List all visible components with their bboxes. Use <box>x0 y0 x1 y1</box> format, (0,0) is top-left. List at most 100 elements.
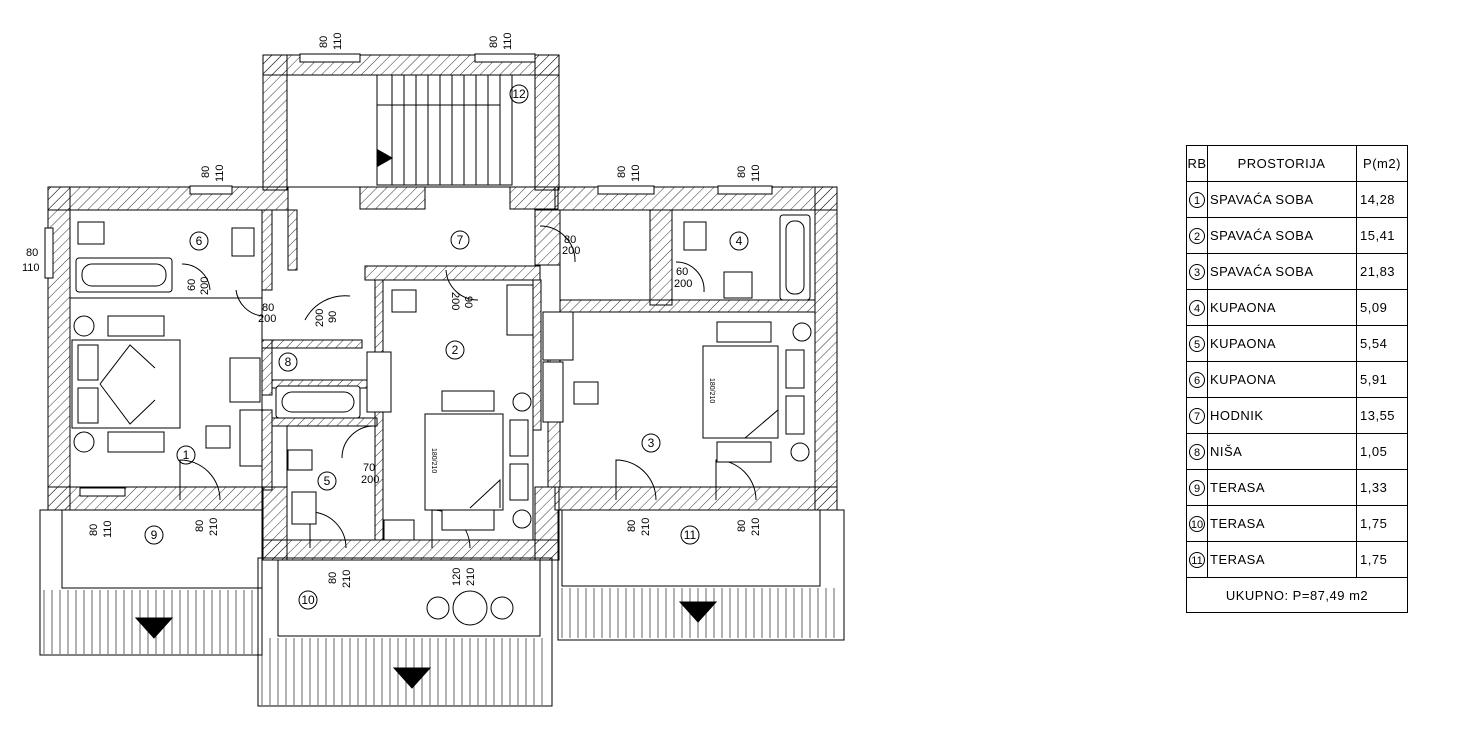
window-label: 80 <box>616 166 628 178</box>
room-name: KUPAONA <box>1207 361 1357 398</box>
window-label: 110 <box>214 164 226 182</box>
window-label: 80 <box>736 166 748 178</box>
room-id: 10 <box>1189 515 1205 532</box>
room-name: SPAVAĆA SOBA <box>1207 217 1357 254</box>
room-number: 2 <box>452 343 459 357</box>
bed-size-labels: 180/210 180/210 <box>430 378 715 473</box>
room-id: 3 <box>1189 263 1205 280</box>
room-id-cell: 8 <box>1186 433 1208 470</box>
room-number: 5 <box>324 474 331 488</box>
window-label: 80 <box>318 36 330 48</box>
room-number-markers: 1 2 3 4 5 6 7 8 9 10 11 12 <box>144 84 749 610</box>
door-label: 80 <box>262 302 274 314</box>
room-number: 4 <box>736 234 743 248</box>
total-area: UKUPNO: P=87,49 m2 <box>1186 577 1408 613</box>
room-id-cell: 11 <box>1186 541 1208 578</box>
room-name: NIŠA <box>1207 433 1357 470</box>
room-area: 5,54 <box>1356 325 1408 362</box>
room-area: 1,33 <box>1356 469 1408 506</box>
room-name: HODNIK <box>1207 397 1357 434</box>
room-number: 6 <box>196 234 203 248</box>
room-id: 2 <box>1189 227 1205 244</box>
door-label: 200 <box>258 313 276 325</box>
room-id-cell: 6 <box>1186 361 1208 398</box>
header-rb: RB <box>1186 145 1208 182</box>
door-label: 210 <box>341 570 353 588</box>
room-name: SPAVAĆA SOBA <box>1207 253 1357 290</box>
door-label: 80 <box>564 234 576 246</box>
room-number: 1 <box>183 448 190 462</box>
terraces <box>39 509 845 707</box>
room-id: 5 <box>1189 335 1205 352</box>
room-area: 5,91 <box>1356 361 1408 398</box>
window-dimension-labels: 80 110 80 110 80 110 80 110 80 110 80 1 1… <box>22 32 762 538</box>
table-total-row: UKUPNO: P=87,49 m2 <box>1186 577 1408 613</box>
door-label: 80 <box>327 572 339 584</box>
window-label: 110 <box>502 32 514 50</box>
room-id: 6 <box>1189 371 1205 388</box>
windows <box>44 53 773 497</box>
room-number: 3 <box>648 436 655 450</box>
room-number: 9 <box>151 528 158 542</box>
door-label: 210 <box>208 518 220 536</box>
bed-label: 180/210 <box>430 448 437 473</box>
room-id-cell: 7 <box>1186 397 1208 434</box>
room-name: SPAVAĆA SOBA <box>1207 181 1357 218</box>
door-label: 60 <box>676 266 688 278</box>
room-id-cell: 1 <box>1186 181 1208 218</box>
table-header-row: RB PROSTORIJA P(m2) <box>1186 145 1408 182</box>
room-name: KUPAONA <box>1207 289 1357 326</box>
room-area: 13,55 <box>1356 397 1408 434</box>
window-label: 110 <box>750 164 762 182</box>
door-label: 210 <box>465 568 477 586</box>
room-area: 1,05 <box>1356 433 1408 470</box>
room-id: 7 <box>1189 407 1205 424</box>
window-label: 110 <box>332 32 344 50</box>
door-label: 200 <box>199 277 211 295</box>
window-label: 80 <box>200 166 212 178</box>
bed-label: 180/210 <box>708 378 715 403</box>
room-area: 1,75 <box>1356 505 1408 542</box>
room-area: 21,83 <box>1356 253 1408 290</box>
room-id-cell: 10 <box>1186 505 1208 542</box>
door-label: 120 <box>451 568 463 586</box>
room-id-cell: 2 <box>1186 217 1208 254</box>
room-area: 5,09 <box>1356 289 1408 326</box>
room-id: 11 <box>1189 551 1205 568</box>
door-label: 80 <box>736 520 748 532</box>
window-label: 80 <box>26 247 38 259</box>
door-label: 70 <box>363 462 375 474</box>
door-label: 210 <box>640 518 652 536</box>
room-id: 1 <box>1189 191 1205 208</box>
window-label: 80 <box>88 524 100 536</box>
door-label: 200 <box>449 292 461 310</box>
door-label: 200 <box>562 245 580 257</box>
door-label: 80 <box>194 520 206 532</box>
room-id-cell: 5 <box>1186 325 1208 362</box>
door-label: 200 <box>361 474 379 486</box>
room-id: 8 <box>1189 443 1205 460</box>
room-number: 11 <box>684 528 697 542</box>
room-name: TERASA <box>1207 541 1357 578</box>
room-area: 1,75 <box>1356 541 1408 578</box>
room-id-cell: 4 <box>1186 289 1208 326</box>
door-label: 200 <box>314 309 326 327</box>
room-number: 10 <box>301 593 315 607</box>
room-name: KUPAONA <box>1207 325 1357 362</box>
window-label: 110 <box>630 164 642 182</box>
room-name: TERASA <box>1207 469 1357 506</box>
room-id: 4 <box>1189 299 1205 316</box>
door-label: 80 <box>626 520 638 532</box>
window-label: 80 <box>488 36 500 48</box>
room-number: 7 <box>457 233 464 247</box>
room-id-cell: 9 <box>1186 469 1208 506</box>
